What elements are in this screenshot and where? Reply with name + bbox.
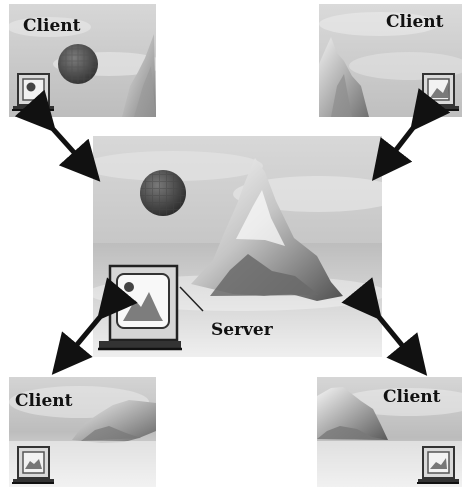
client-panel-top-left: Client (9, 4, 156, 117)
client-scene-top-left (9, 4, 156, 117)
client-label-top-right: Client (386, 12, 444, 32)
server-panel: Server (93, 136, 382, 357)
client-computer-icon-bottom-right (417, 446, 459, 484)
client-label-top-left: Client (23, 16, 81, 36)
client-label-bottom-right: Client (383, 387, 441, 407)
client-label-bottom-left: Client (15, 391, 73, 411)
client-panel-bottom-right: Client (317, 377, 462, 487)
client-panel-bottom-left: Client (9, 377, 156, 487)
client-computer-icon-bottom-left (12, 446, 54, 484)
server-label: Server (211, 320, 273, 340)
